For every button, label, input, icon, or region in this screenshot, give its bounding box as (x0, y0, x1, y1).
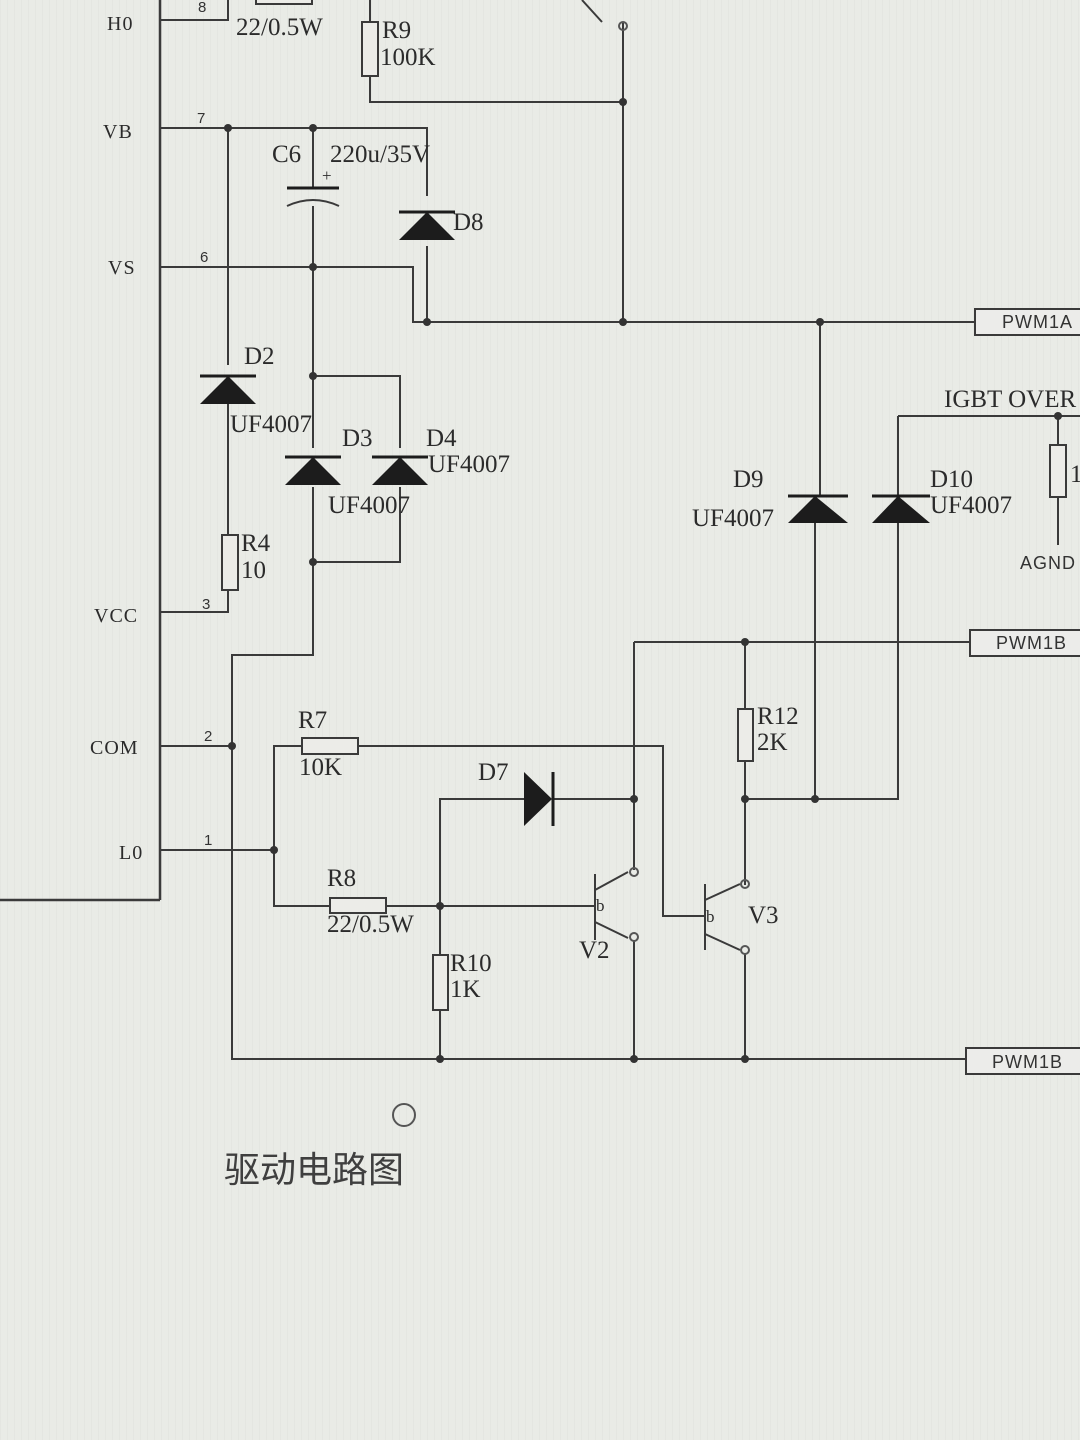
v3-ref: V3 (748, 902, 779, 929)
transistor-v3: b (704, 879, 750, 955)
diagram-caption: 驱动电路图 (224, 1150, 404, 1191)
pin-label-l0: L0 (119, 842, 143, 864)
top-resistor (255, 0, 313, 5)
top-resistor-value: 22/0.5W (236, 14, 323, 41)
caption-circle-mark (392, 1103, 416, 1127)
diode-d9 (788, 494, 848, 523)
port-agnd: AGND (1020, 553, 1076, 573)
d10-ref: D10 (930, 466, 973, 493)
right-resistor-ref: 1 (1070, 461, 1080, 488)
resistor-r12 (737, 708, 754, 762)
d9-ref: D9 (733, 466, 764, 493)
r9-value: 100K (380, 44, 436, 71)
resistor-r4 (221, 534, 239, 591)
pin-number-3: 3 (202, 596, 210, 613)
svg-text:PWM1B: PWM1B (996, 633, 1067, 653)
resistor-r8 (329, 897, 387, 914)
diode-d4 (372, 455, 428, 485)
v2-base-label: b (596, 896, 605, 915)
port-pwm1b-bottom: PWM1B (965, 1047, 1080, 1075)
transistor-v2: b (594, 867, 639, 942)
svg-text:PWM1B: PWM1B (992, 1052, 1063, 1072)
pin-number-2: 2 (204, 728, 212, 745)
svg-text:PWM1A: PWM1A (1002, 312, 1073, 332)
port-pwm1b-top: PWM1B (969, 629, 1080, 657)
c6-polarity: + (322, 166, 332, 185)
d8-ref: D8 (453, 209, 484, 236)
driver-ic (0, 0, 162, 902)
resistor-r10 (432, 954, 449, 1011)
port-pwm1a: PWM1A (974, 308, 1080, 336)
diode-d3 (285, 455, 341, 485)
port-igbt-over: IGBT OVER (944, 386, 1077, 413)
d4-ref: D4 (426, 425, 457, 452)
pin-label-vb: VB (103, 121, 133, 143)
wiring (160, 0, 1080, 1060)
pin-number-7: 7 (197, 110, 205, 127)
d2-ref: D2 (244, 343, 275, 370)
right-resistor (1049, 444, 1067, 498)
c6-value: 220u/35V (330, 141, 430, 168)
r10-value: 1K (450, 976, 481, 1003)
diode-d7 (524, 772, 555, 826)
junction-dots (224, 98, 1062, 1063)
r9-ref: R9 (382, 17, 411, 44)
resistor-r7 (301, 737, 359, 755)
pin-label-com: COM (90, 737, 139, 759)
pin-number-1: 1 (204, 832, 212, 849)
capacitor-c6: + (286, 166, 340, 207)
r10-ref: R10 (450, 950, 492, 977)
r7-ref: R7 (298, 707, 327, 734)
d10-value: UF4007 (930, 492, 1012, 519)
r8-value: 22/0.5W (327, 911, 414, 938)
v3-base-label: b (706, 907, 715, 926)
diode-d2 (200, 374, 256, 404)
pin-label-vcc: VCC (94, 605, 138, 627)
d2-value: UF4007 (230, 411, 312, 438)
d3-value: UF4007 (328, 492, 410, 519)
diode-d10 (872, 494, 930, 523)
r4-value: 10 (241, 557, 266, 584)
pin-number-8: 8 (198, 0, 206, 16)
r12-ref: R12 (757, 703, 799, 730)
r12-value: 2K (757, 729, 788, 756)
r7-value: 10K (299, 754, 342, 781)
d7-ref: D7 (478, 759, 509, 786)
d4-value: UF4007 (428, 451, 510, 478)
c6-ref: C6 (272, 141, 301, 168)
pin-label-h0: H0 (107, 13, 133, 35)
d9-value: UF4007 (692, 505, 774, 532)
top-switch-fragment (581, 0, 628, 31)
d3-ref: D3 (342, 425, 373, 452)
r8-ref: R8 (327, 865, 356, 892)
pin-number-6: 6 (200, 249, 208, 266)
v2-ref: V2 (579, 937, 610, 964)
pin-label-vs: VS (108, 257, 136, 279)
resistor-r9 (361, 21, 379, 77)
diode-d8 (399, 210, 455, 240)
r4-ref: R4 (241, 530, 271, 557)
